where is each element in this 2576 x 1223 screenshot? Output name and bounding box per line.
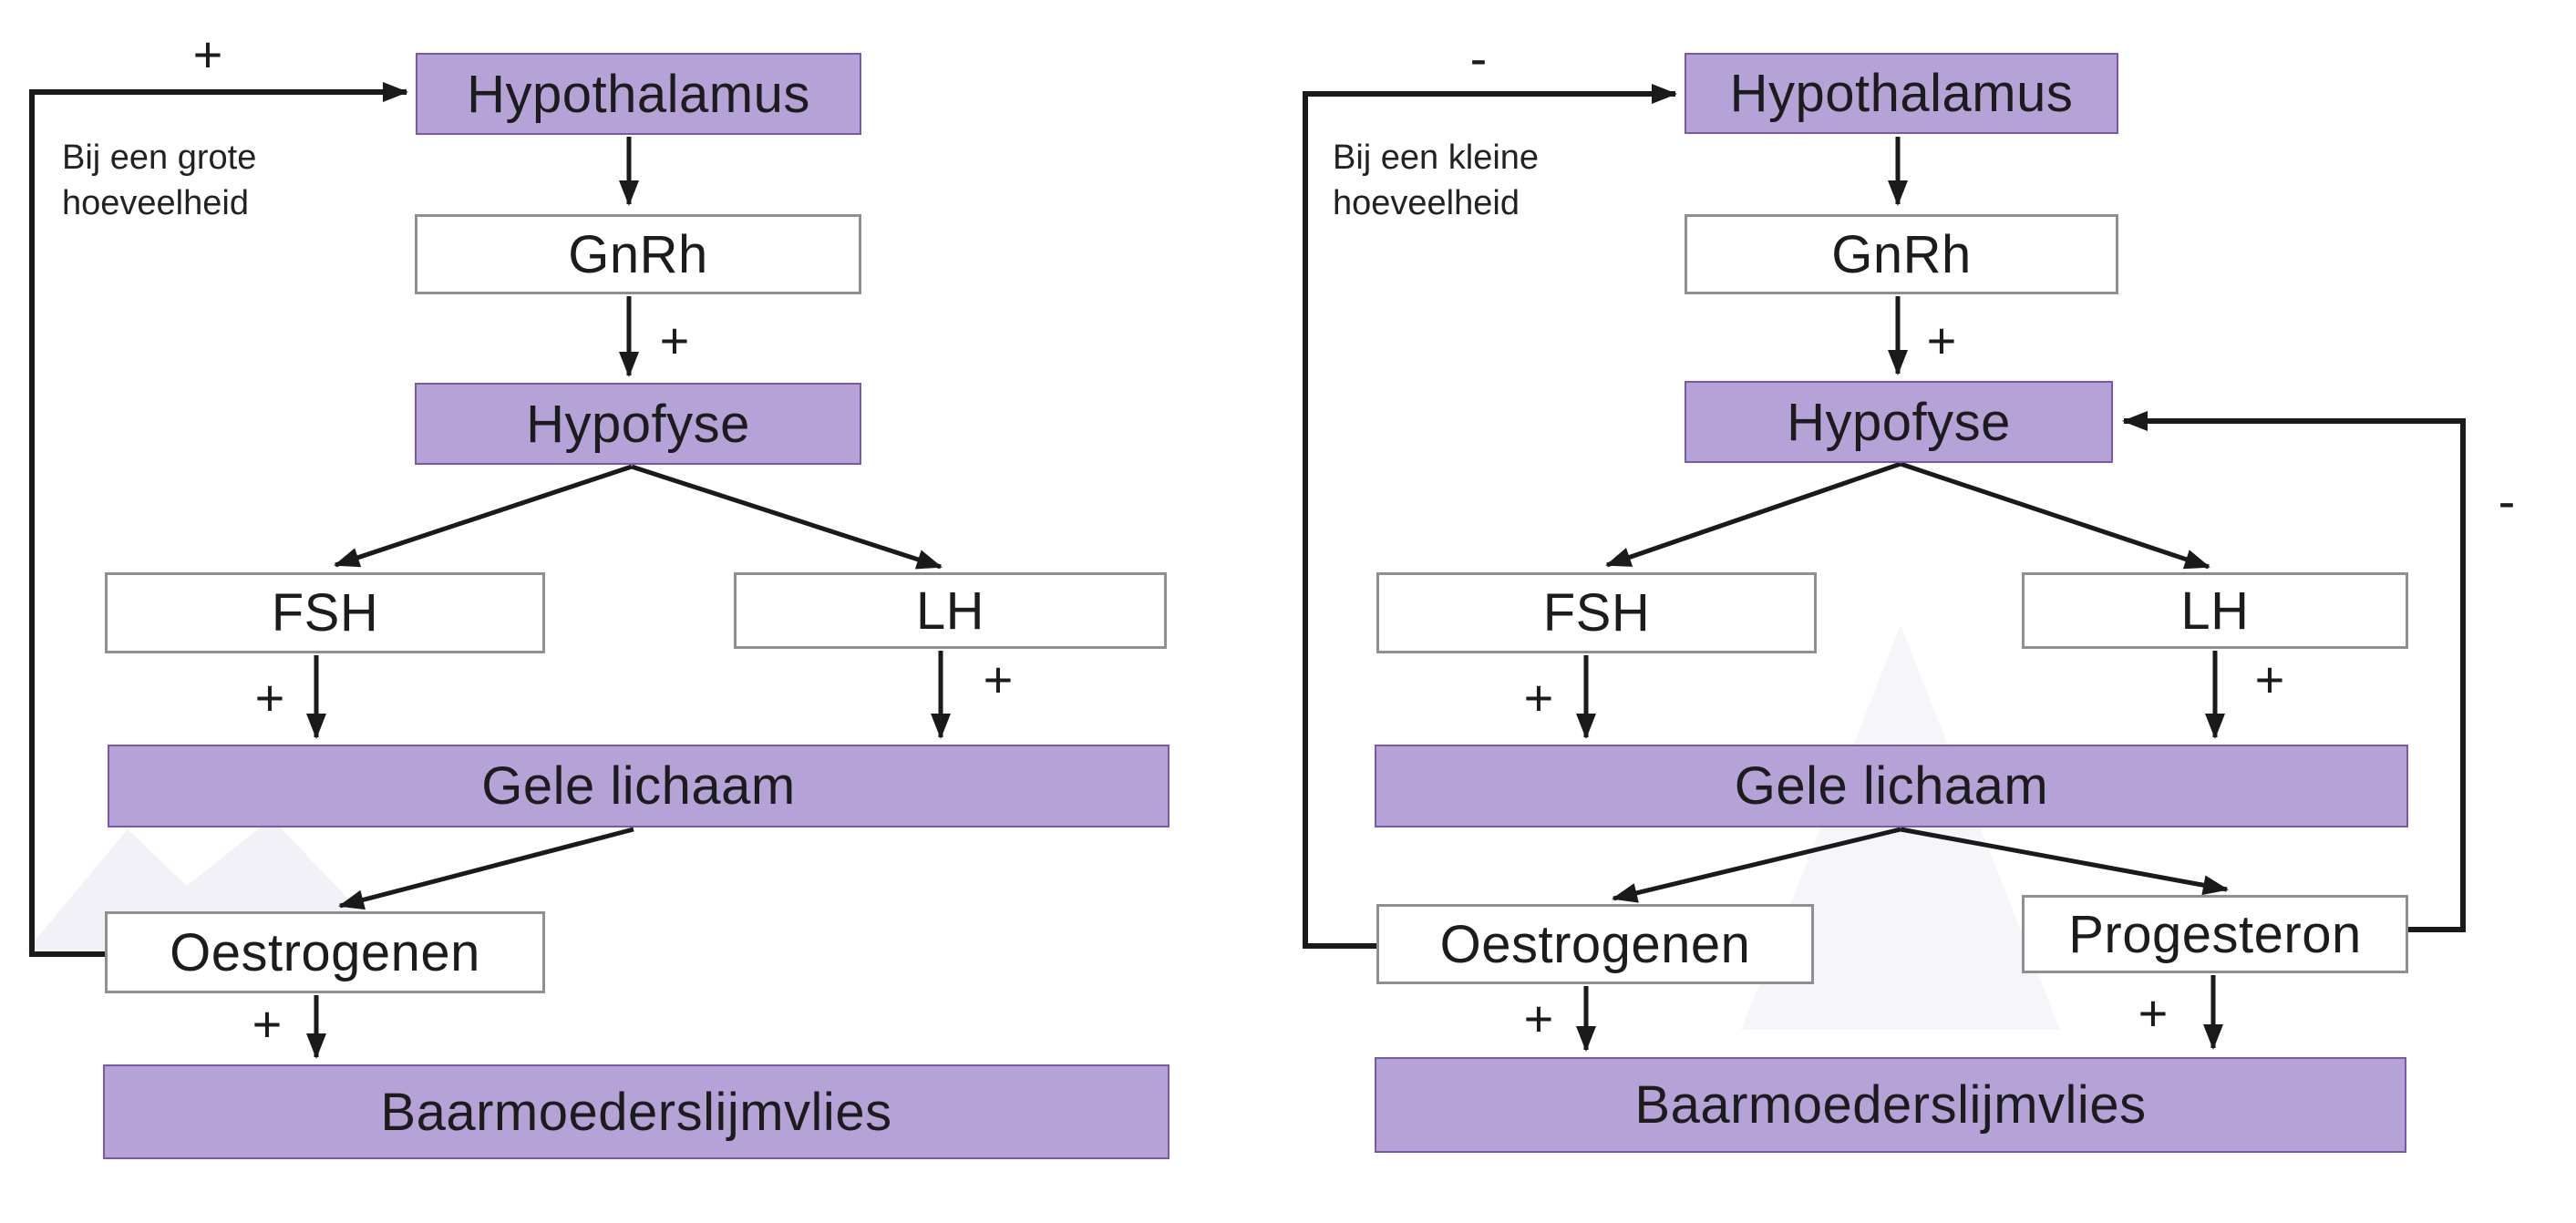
minus-sign-feedback-top-right: -	[1469, 29, 1488, 87]
node-hypofyse-left: Hypofyse	[415, 383, 861, 465]
node-lh-right: LH	[2022, 572, 2408, 649]
plus-sign-oestrogenen-right: +	[1523, 990, 1554, 1047]
node-oestrogenen-left: Oestrogenen	[105, 911, 545, 993]
plus-sign-lh-right: +	[2254, 651, 2285, 708]
arrow-feedback-progesteron-hypofyse-right	[2122, 411, 2466, 932]
arrow-feedback-oestrogenen-hypothalamus-right	[1303, 84, 1677, 949]
node-baarmoederslijmvlies-left: Baarmoederslijmvlies	[103, 1064, 1170, 1159]
node-progesteron-right: Progesteron	[2022, 895, 2408, 973]
node-fsh-left: FSH	[105, 572, 545, 653]
arrow-hypofyse-fsh-right	[1605, 461, 1901, 568]
node-lh-left: LH	[734, 572, 1167, 649]
plus-sign-progesteron-right: +	[2138, 984, 2169, 1042]
plus-sign-feedback-left: +	[192, 26, 223, 83]
caption-right: Bij een kleine hoeveelheid	[1333, 139, 1540, 223]
plus-sign-gnrh-hypofyse-right: +	[1926, 312, 1957, 369]
plus-sign-lh-left: +	[983, 651, 1014, 708]
node-baarmoederslijmvlies-right: Baarmoederslijmvlies	[1375, 1057, 2406, 1153]
arrow-hypofyse-fsh-left	[334, 464, 633, 568]
node-gele-lichaam-left: Gele lichaam	[108, 745, 1170, 827]
node-hypofyse-right: Hypofyse	[1685, 381, 2113, 463]
node-gnrh-right: GnRh	[1685, 214, 2118, 294]
arrow-hypofyse-lh-right	[1900, 461, 2210, 570]
node-oestrogenen-right: Oestrogenen	[1376, 904, 1814, 984]
arrow-gele-lichaam-oestrogenen-left	[338, 827, 634, 910]
plus-sign-oestrogenen-left: +	[252, 995, 283, 1053]
node-gnrh-left: GnRh	[415, 214, 861, 294]
node-hypothalamus-left: Hypothalamus	[416, 53, 861, 135]
minus-sign-feedback-side-right: -	[2498, 472, 2516, 529]
arrow-gele-lichaam-progesteron-right	[1900, 827, 2229, 896]
node-gele-lichaam-right: Gele lichaam	[1375, 745, 2408, 827]
plus-sign-fsh-right: +	[1523, 669, 1554, 726]
node-fsh-right: FSH	[1376, 572, 1817, 653]
caption-left: Bij een grote hoeveelheid	[62, 139, 257, 223]
arrow-gele-lichaam-oestrogenen-right	[1612, 827, 1901, 903]
node-hypothalamus-right: Hypothalamus	[1685, 53, 2118, 134]
arrow-hypofyse-lh-left	[631, 464, 943, 570]
plus-sign-fsh-left: +	[254, 669, 285, 726]
arrow-feedback-oestrogenen-hypothalamus-left	[29, 82, 408, 957]
watermark-triangle-right	[1741, 625, 2060, 1030]
plus-sign-gnrh-hypofyse-left: +	[659, 312, 690, 369]
